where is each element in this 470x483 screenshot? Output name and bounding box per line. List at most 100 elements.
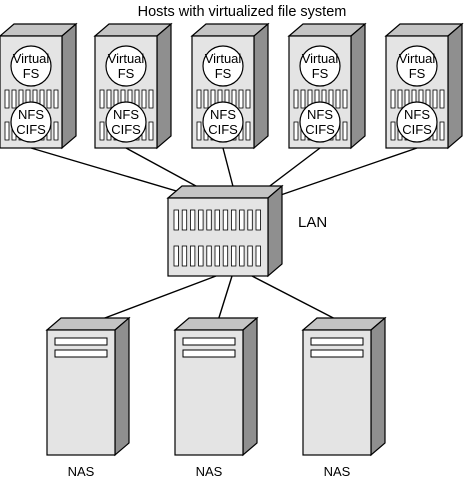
drive-bay	[310, 349, 364, 358]
nas-server-1: NAS	[45, 316, 131, 479]
vent-slot	[335, 89, 341, 109]
vent-slot	[99, 89, 105, 109]
vent-slot	[196, 89, 202, 109]
vent-slot	[342, 121, 348, 141]
switch-port	[198, 245, 204, 267]
protocol-label-line1: NFS	[404, 107, 430, 122]
vent-slot	[293, 121, 299, 141]
nas-side-face	[114, 316, 130, 457]
lan-label: LAN	[298, 214, 327, 231]
vent-slot	[238, 89, 244, 109]
drive-bay	[310, 337, 364, 346]
vent-slot	[46, 89, 52, 109]
switch-port	[247, 245, 253, 267]
protocol-circle	[10, 101, 52, 143]
nas-label: NAS	[196, 464, 223, 479]
link-nas-2	[216, 275, 233, 325]
link-host-5	[271, 147, 418, 199]
switch-port	[230, 245, 237, 267]
virtual-fs-circle	[299, 45, 341, 87]
vent-slot	[4, 121, 10, 141]
diagram-title: Hosts with virtualized file system	[138, 4, 347, 20]
virtual-fs-label-line1: Virtual	[205, 51, 242, 66]
switch-port	[239, 245, 245, 267]
switch-top-face	[166, 185, 284, 199]
vent-slot	[397, 89, 403, 109]
switch-port	[214, 245, 220, 267]
virtual-fs-label-line1: Virtual	[13, 51, 50, 66]
nas-label: NAS	[324, 464, 351, 479]
protocol-label-line1: NFS	[113, 107, 139, 122]
protocol-label-line2: CIFS	[111, 122, 141, 137]
switch-port	[206, 209, 212, 231]
host-side-face	[350, 22, 366, 150]
vent-slot	[203, 89, 209, 109]
vent-slot	[439, 121, 445, 141]
protocol-circle	[299, 101, 341, 143]
virtual-fs-circle	[105, 45, 147, 87]
protocol-label-line2: CIFS	[402, 122, 432, 137]
virtual-fs-circle	[10, 45, 52, 87]
protocol-label-line1: NFS	[18, 107, 44, 122]
switch-port	[181, 209, 188, 231]
drive-bay	[182, 337, 236, 346]
nas-group: NAS NAS NAS	[45, 316, 387, 479]
vent-slot	[106, 89, 112, 109]
link-nas-3	[251, 275, 346, 325]
host-side-face	[156, 22, 172, 150]
switch-port	[173, 209, 179, 231]
switch-port	[198, 209, 204, 231]
virtual-fs-label-line2: FS	[409, 66, 426, 81]
hosts-group: VirtualFSNFSCIFSVirtualFSNFSCIFSVirtualF…	[0, 22, 464, 150]
vent-slot	[300, 89, 306, 109]
protocol-label-line1: NFS	[210, 107, 236, 122]
switch-port	[206, 245, 212, 267]
drive-bay	[54, 349, 108, 358]
vent-slot	[390, 89, 396, 109]
switch-port	[230, 209, 237, 231]
switch-port	[189, 209, 196, 231]
switch-side-face	[267, 184, 283, 278]
protocol-circle	[202, 101, 244, 143]
host-side-face	[61, 22, 77, 150]
link-nas-1	[88, 275, 217, 325]
host-side-face	[447, 22, 463, 150]
protocol-label-line1: NFS	[307, 107, 333, 122]
vent-slot	[245, 121, 251, 141]
nas-server-3: NAS	[301, 316, 387, 479]
vent-slot	[432, 89, 438, 109]
nas-label: NAS	[68, 464, 95, 479]
vent-slot	[196, 121, 202, 141]
virtual-fs-circle	[202, 45, 244, 87]
switch-port	[214, 209, 220, 231]
vent-slot	[11, 89, 17, 109]
switch-port	[255, 245, 261, 267]
vent-slot	[53, 121, 59, 141]
host-side-face	[253, 22, 269, 150]
vent-slot	[245, 89, 251, 109]
vent-slot	[390, 121, 396, 141]
network-links	[30, 147, 418, 325]
vent-slot	[141, 89, 147, 109]
virtual-fs-label-line1: Virtual	[302, 51, 339, 66]
vent-slot	[148, 121, 154, 141]
virtual-fs-label-line2: FS	[215, 66, 232, 81]
drive-bay	[182, 349, 236, 358]
virtual-fs-label-line1: Virtual	[108, 51, 145, 66]
protocol-label-line2: CIFS	[208, 122, 238, 137]
switch-port	[173, 245, 179, 267]
link-host-1	[30, 147, 201, 199]
nas-side-face	[370, 316, 386, 457]
protocol-circle	[105, 101, 147, 143]
nas-front-face	[302, 329, 372, 456]
drive-bay	[54, 337, 108, 346]
switch-port	[247, 209, 253, 231]
vent-slot	[4, 89, 10, 109]
nas-server-2: NAS	[173, 316, 259, 479]
switch-port	[189, 245, 196, 267]
switch-port	[181, 245, 188, 267]
